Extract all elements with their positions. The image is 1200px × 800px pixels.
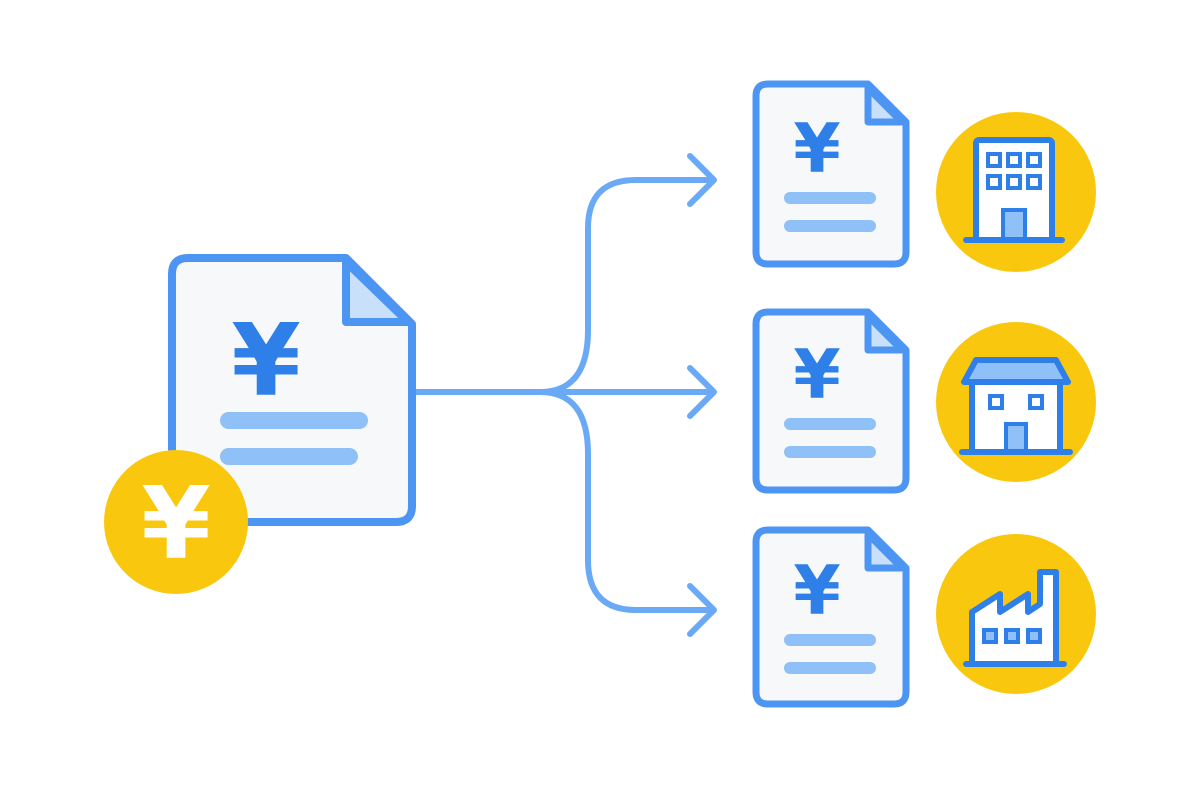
yen-coin-symbol: ¥ — [141, 465, 211, 582]
branching-arrows — [409, 153, 717, 637]
arrowhead-bottom — [687, 583, 717, 637]
source-invoice-yen-symbol: ¥ — [231, 302, 301, 419]
target-invoice-line-1 — [784, 418, 876, 430]
target-invoice-1: ¥ — [752, 80, 910, 268]
target-invoice-3: ¥ — [752, 526, 910, 708]
target-invoice-fold — [864, 84, 906, 126]
store-building-icon — [936, 322, 1096, 482]
source-invoice-line-2 — [220, 448, 358, 465]
target-invoice-yen-symbol: ¥ — [793, 110, 840, 189]
target-invoice-paper — [752, 526, 910, 708]
target-invoice-line-2 — [784, 446, 876, 458]
arrowhead-middle — [687, 365, 717, 419]
arrow-line-bottom — [537, 389, 715, 613]
target-invoice-yen-symbol: ¥ — [793, 552, 840, 631]
target-invoice-2: ¥ — [752, 308, 910, 494]
target-invoice-line-1 — [784, 634, 876, 646]
yen-coin-circle — [104, 450, 248, 594]
source-invoice: ¥ — [168, 254, 416, 526]
office-building-icon — [936, 112, 1096, 272]
target-invoice-yen-symbol: ¥ — [793, 336, 840, 415]
yen-coin: ¥ — [104, 450, 248, 594]
target-invoice-paper — [752, 80, 910, 268]
source-invoice-fold — [342, 258, 412, 326]
target-invoice-paper — [752, 308, 910, 494]
target-invoice-line-1 — [784, 192, 876, 204]
factory-icon — [936, 534, 1096, 694]
arrowhead-top — [687, 153, 717, 207]
target-invoice-line-2 — [784, 220, 876, 232]
source-invoice-line-1 — [220, 412, 368, 429]
target-invoice-fold — [864, 312, 906, 354]
target-invoice-line-2 — [784, 662, 876, 674]
target-invoice-fold — [864, 530, 906, 572]
arrow-line-top — [537, 177, 715, 395]
